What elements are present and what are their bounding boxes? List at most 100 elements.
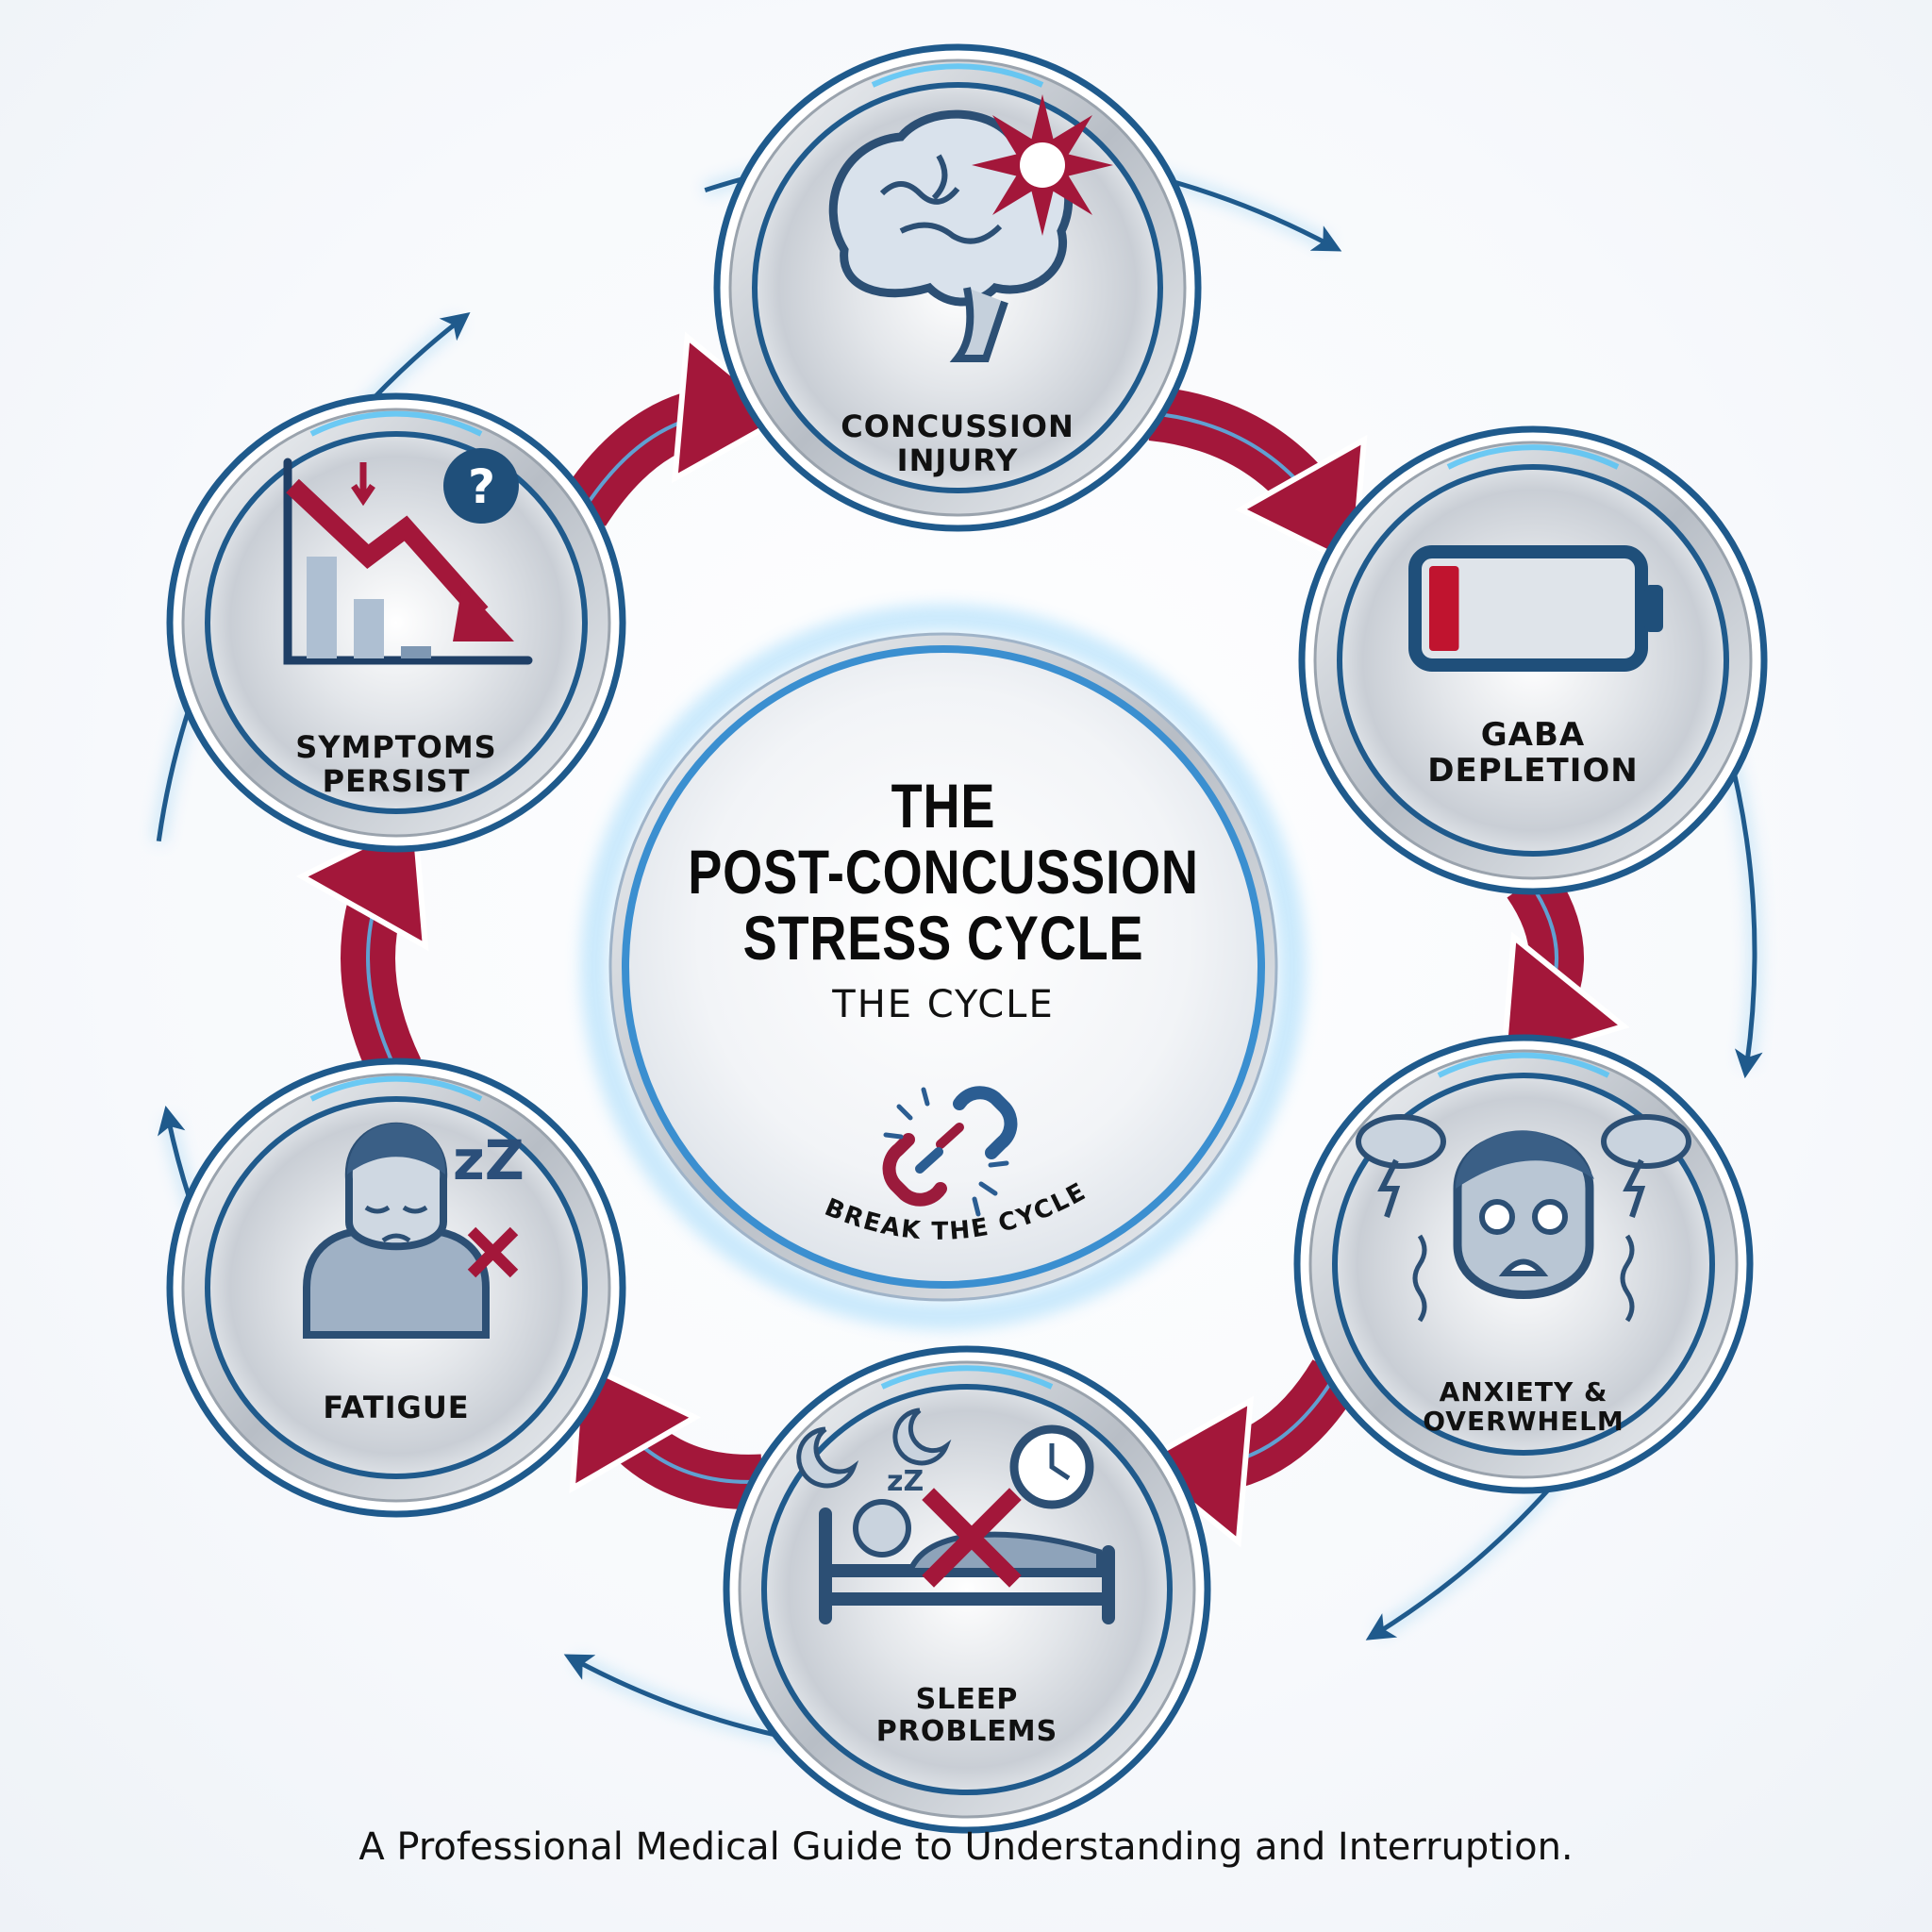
bed-no-sleep-icon: zZ — [796, 1407, 1115, 1624]
moon-icon — [796, 1426, 859, 1489]
broken-chain-icon — [882, 1086, 1018, 1217]
break-spark — [972, 1196, 981, 1217]
node-fatigue: FATIGUE — [170, 1061, 623, 1514]
red-x-icon — [922, 1488, 1022, 1588]
title-line3: STRESS CYCLE — [742, 903, 1144, 973]
battery-terminal — [1644, 585, 1663, 632]
hair — [347, 1123, 446, 1174]
title-line2: POST-CONCUSSION — [688, 837, 1199, 907]
chart-bar — [401, 646, 431, 658]
hub-glow — [580, 604, 1307, 1330]
chart-axes — [283, 458, 533, 665]
node-gaba-depletion: GABA DEPLETION — [1302, 429, 1764, 891]
question-mark: ? — [468, 459, 495, 514]
node-face — [205, 431, 588, 814]
red-arrow — [295, 816, 429, 1083]
node-disc-sleep: zZ — [723, 1345, 1211, 1834]
node-label-line1: CONCUSSION — [841, 408, 1074, 444]
node-disc-anxiety — [1293, 1034, 1754, 1494]
chain-link-red — [882, 1133, 947, 1207]
lightning-bolt-icon — [1377, 1158, 1401, 1218]
cycle-nodes: zZ zZ? — [166, 43, 1768, 1834]
shaking-lines — [1620, 1234, 1635, 1323]
tired-person-icon: zZ — [303, 1122, 525, 1339]
node-label-line2: PROBLEMS — [875, 1714, 1058, 1748]
node-label-line2: DEPLETION — [1427, 752, 1639, 791]
center-hub: BREAK THE CYCLE — [580, 604, 1307, 1330]
shaking-lines — [1412, 1234, 1427, 1323]
low-battery-icon — [1408, 545, 1663, 672]
question-bubble-icon — [443, 448, 519, 524]
node-top-glow — [880, 1365, 1054, 1390]
footer-caption: A Professional Medical Guide to Understa… — [358, 1825, 1574, 1869]
node-disc-concussion — [713, 43, 1202, 532]
storm-cloud-icon — [1356, 1114, 1446, 1169]
battery-charge-level — [1429, 566, 1459, 651]
anxious-face-storm-icon — [1356, 1114, 1691, 1323]
node-anxiety-overwhelm: ANXIETY & OVERWHELM — [1297, 1038, 1750, 1491]
break-spark — [921, 1087, 930, 1107]
break-spark — [896, 1104, 913, 1121]
clock-hands — [1049, 1443, 1071, 1481]
break-spark — [988, 1160, 1009, 1168]
node-disc-symptoms: ? — [166, 392, 626, 853]
impact-star-center — [1020, 142, 1065, 188]
trend-arrow-head — [453, 585, 514, 641]
eye-right — [1532, 1199, 1568, 1235]
storm-cloud-icon — [1601, 1114, 1691, 1169]
frown — [381, 1233, 411, 1243]
break-spark — [978, 1181, 998, 1196]
declining-chart-question-icon: ? — [283, 448, 533, 665]
lightning-bolt-icon — [1623, 1158, 1646, 1218]
declining-trend-arrow — [286, 478, 489, 620]
hub-face — [622, 645, 1265, 1289]
brain-stem — [949, 287, 1008, 362]
chain-link-red-segment — [936, 1123, 964, 1149]
red-x-icon — [467, 1226, 519, 1278]
closed-eyes — [364, 1205, 428, 1214]
brain-folds — [879, 154, 1003, 244]
node-label: SYMPTOMS PERSIST — [170, 729, 623, 799]
battery-body — [1408, 545, 1648, 672]
node-symptoms-persist: SYMPTOMS PERSIST — [170, 396, 623, 849]
node-label-line2: INJURY — [896, 441, 1019, 478]
node-disc-gaba — [1298, 425, 1768, 895]
red-arrow-head — [1234, 434, 1368, 570]
node-label-line2: PERSIST — [322, 762, 471, 799]
down-arrow-small — [351, 462, 375, 507]
sleeping-head — [853, 1499, 911, 1557]
node-top-glow — [1446, 444, 1620, 470]
zzz-icon: zZ — [887, 1465, 924, 1498]
node-label-line1: SYMPTOMS — [295, 729, 497, 765]
node-label-line1: ANXIETY & — [1439, 1376, 1608, 1407]
node-top-glow — [1437, 1052, 1610, 1078]
red-arrow — [1148, 386, 1368, 570]
chain-link-blue — [953, 1086, 1018, 1159]
node-top-glow — [309, 410, 483, 437]
node-disc-fatigue: zZ — [166, 1058, 626, 1518]
break-spark — [883, 1132, 904, 1140]
node-label: ANXIETY & OVERWHELM — [1297, 1377, 1750, 1437]
node-concussion-injury: CONCUSSION INJURY — [717, 47, 1198, 528]
zzz-icon: zZ — [453, 1128, 525, 1192]
chart-bar — [307, 557, 337, 658]
node-label: SLEEP PROBLEMS — [726, 1684, 1208, 1747]
node-label: FATIGUE — [170, 1391, 623, 1425]
subtitle: THE CYCLE — [832, 983, 1055, 1026]
node-top-glow — [871, 63, 1044, 88]
hair — [1456, 1130, 1594, 1189]
node-label-line1: GABA — [1480, 716, 1586, 754]
node-sleep-problems: SLEEP PROBLEMS — [726, 1349, 1208, 1830]
chain-link-blue-segment — [915, 1147, 943, 1174]
node-top-glow — [309, 1075, 483, 1102]
center-title-block: THE POST-CONCUSSION STRESS CYCLE THE CYC… — [613, 651, 1274, 1292]
bed-frame — [819, 1507, 1115, 1624]
worried-mouth — [1498, 1258, 1549, 1276]
red-flow-arrows — [295, 331, 1630, 1548]
node-label-line1: SLEEP — [915, 1683, 1019, 1716]
title-line1: THE — [891, 771, 996, 841]
chart-bar — [354, 599, 384, 658]
node-label-line2: OVERWHELM — [1423, 1406, 1624, 1438]
